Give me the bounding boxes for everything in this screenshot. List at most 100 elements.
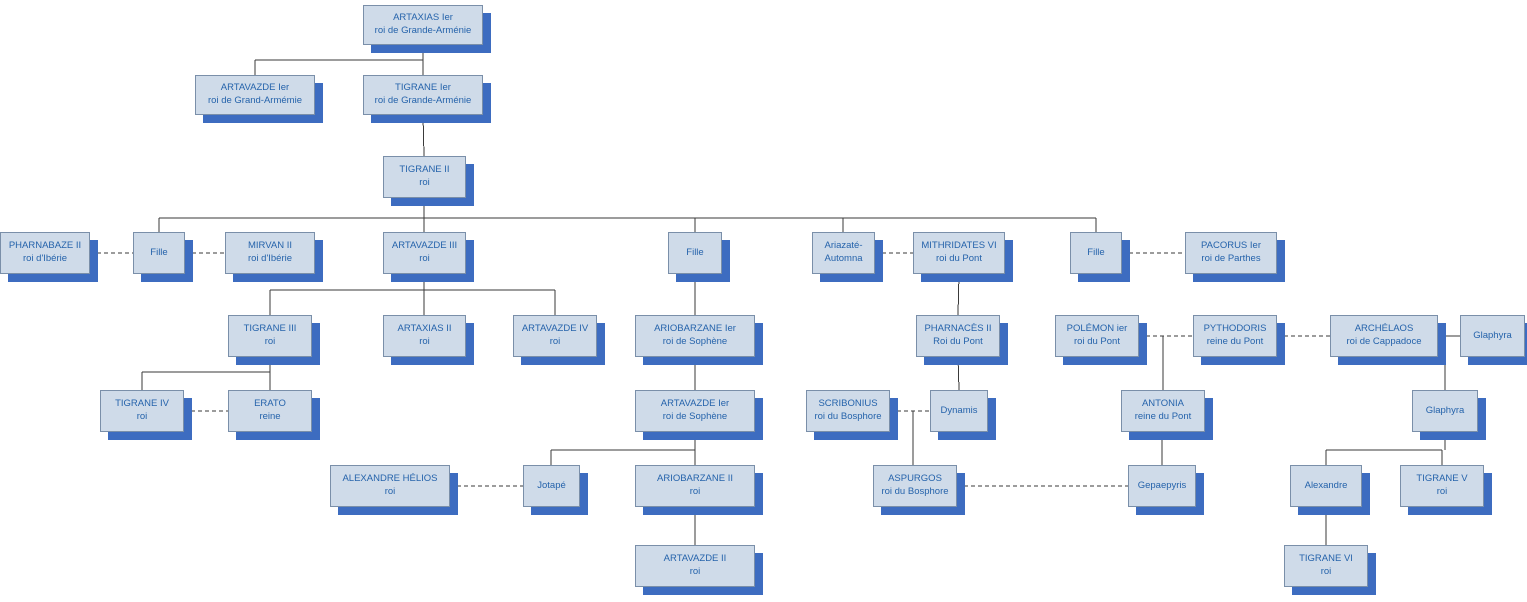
node-name: TIGRANE V bbox=[1416, 473, 1468, 485]
node-name: ARTAVAZDE IV bbox=[521, 323, 589, 335]
node-subtitle: roi de Sophène bbox=[662, 411, 728, 422]
node-name: ARIOBARZANE Ier bbox=[654, 323, 736, 335]
node-subtitle: roi de Grand-Armémie bbox=[208, 95, 302, 106]
node-subtitle: roi bbox=[689, 566, 701, 577]
node-name: SCRIBONIUS bbox=[818, 398, 878, 410]
node-name: TIGRANE IV bbox=[115, 398, 169, 410]
node-name: MIRVAN II bbox=[248, 240, 292, 252]
node-name: Gepaepyris bbox=[1137, 479, 1187, 491]
node-subtitle: roi bbox=[689, 486, 701, 497]
node-name: TIGRANE VI bbox=[1299, 553, 1353, 565]
node-subtitle: roi d'Ibérie bbox=[22, 253, 68, 264]
node-name: TIGRANE II bbox=[399, 164, 450, 176]
node-fille-3: Fille bbox=[1070, 232, 1122, 274]
descent-connector bbox=[422, 114, 425, 157]
node-subtitle: roi bbox=[136, 411, 148, 422]
node-subtitle: roi bbox=[549, 336, 561, 347]
node-jotape: Jotapé bbox=[523, 465, 580, 507]
node-name: PHARNABAZE II bbox=[8, 240, 82, 252]
node-name: ARTAXIAS II bbox=[397, 323, 452, 335]
node-name: MITHRIDATES VI bbox=[921, 240, 997, 252]
node-subtitle: roi d'Ibérie bbox=[247, 253, 293, 264]
node-name: ARCHÉLAOS bbox=[1354, 323, 1414, 335]
node-name: TIGRANE III bbox=[243, 323, 297, 335]
node-glaphyra: Glaphyra bbox=[1412, 390, 1478, 432]
node-name: Alexandre bbox=[1304, 479, 1348, 491]
node-name: ARTAVAZDE II bbox=[663, 553, 727, 565]
node-name: ARIOBARZANE II bbox=[656, 473, 733, 485]
node-name: ARTAVAZDE Ier bbox=[220, 82, 290, 94]
node-subtitle: reine bbox=[259, 411, 281, 422]
node-name: Glaphyra bbox=[1425, 404, 1465, 416]
node-ariazate-automna: Ariazaté-Automna bbox=[812, 232, 875, 274]
node-subtitle: roi bbox=[264, 336, 276, 347]
node-name: ARTAVAZDE III bbox=[391, 240, 458, 252]
node-fille-1: Fille bbox=[133, 232, 185, 274]
node-dynamis: Dynamis bbox=[930, 390, 988, 432]
node-name: PHARNACÈS II bbox=[924, 323, 992, 335]
node-subtitle: roi du Bosphore bbox=[881, 486, 949, 497]
node-name: ASPURGOS bbox=[888, 473, 942, 485]
node-name: Fille bbox=[1087, 246, 1105, 258]
node-subtitle: roi bbox=[419, 253, 430, 264]
node-name: Glaphyra bbox=[1473, 329, 1512, 341]
node-name: Dynamis bbox=[940, 404, 978, 416]
node-subtitle: roi de Grande-Arménie bbox=[374, 25, 472, 36]
node-name: ANTONIA bbox=[1141, 398, 1185, 410]
node-subtitle: roi de Cappadoce bbox=[1346, 336, 1422, 347]
node-fille-2: Fille bbox=[668, 232, 722, 274]
node-subtitle: roi du Pont bbox=[936, 253, 982, 264]
node-subtitle: roi bbox=[1436, 486, 1448, 497]
node-subtitle: roi du Pont bbox=[1074, 336, 1120, 347]
node-subtitle: Automna bbox=[824, 253, 863, 264]
descent-connector bbox=[957, 273, 960, 316]
descent-connector bbox=[957, 356, 960, 391]
node-subtitle: roi bbox=[419, 177, 430, 188]
node-subtitle: roi bbox=[384, 486, 396, 497]
node-subtitle: roi de Grande-Arménie bbox=[374, 95, 472, 106]
node-subtitle: roi bbox=[1320, 566, 1332, 577]
node-name: POLÉMON ier bbox=[1066, 323, 1128, 335]
node-alexandre: Alexandre bbox=[1290, 465, 1362, 507]
node-name: ALEXANDRE HÉLIOS bbox=[342, 473, 438, 485]
node-name: ARTAXIAS Ier bbox=[393, 12, 453, 24]
node-name: Ariazaté- bbox=[824, 240, 863, 252]
node-gepaepyris: Gepaepyris bbox=[1128, 465, 1196, 507]
node-name: Fille bbox=[150, 246, 168, 258]
node-name: PACORUS Ier bbox=[1200, 240, 1261, 252]
node-subtitle: roi du Bosphore bbox=[814, 411, 882, 422]
node-subtitle: reine du Pont bbox=[1134, 411, 1192, 422]
node-subtitle: roi bbox=[419, 336, 430, 347]
node-name: Jotapé bbox=[537, 479, 566, 491]
node-glaphyra-aines: Glaphyra bbox=[1460, 315, 1525, 357]
node-name: Fille bbox=[686, 246, 704, 258]
node-name: ERATO bbox=[254, 398, 286, 410]
node-subtitle: reine du Pont bbox=[1206, 336, 1264, 347]
node-name: ARTAVAZDE Ier bbox=[660, 398, 730, 410]
